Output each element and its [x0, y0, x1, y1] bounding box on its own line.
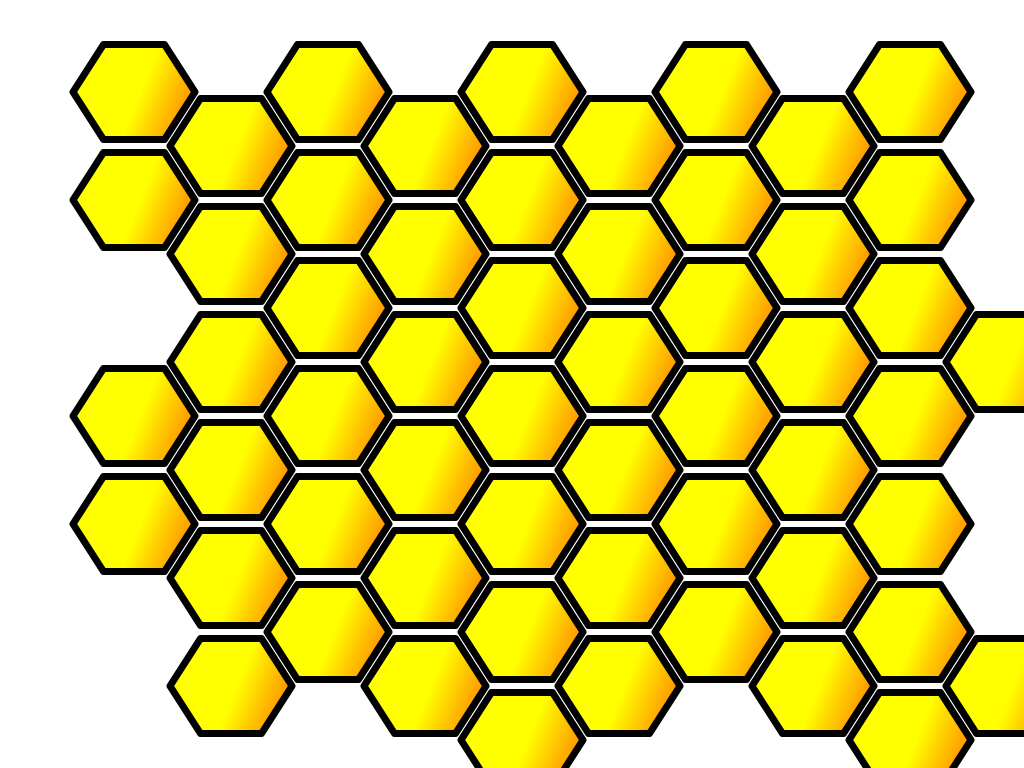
honeycomb-cell — [263, 581, 393, 683]
honeycomb-cell — [845, 257, 975, 359]
honeycomb-cell — [360, 95, 490, 197]
honeycomb-cell — [457, 149, 587, 251]
honeycomb-cell — [651, 473, 781, 575]
honeycomb-cell — [845, 41, 975, 143]
honeycomb-cell — [942, 635, 1024, 737]
honeycomb-cell — [845, 689, 975, 768]
honeycomb-cell — [69, 41, 199, 143]
honeycomb-cell — [748, 95, 878, 197]
honeycomb-cell — [554, 203, 684, 305]
honeycomb-cell — [263, 41, 393, 143]
honeycomb-cell — [69, 473, 199, 575]
honeycomb-cell — [748, 635, 878, 737]
honeycomb-cell — [748, 311, 878, 413]
honeycomb-cell — [845, 581, 975, 683]
honeycomb-cell — [166, 419, 296, 521]
honeycomb-cell — [554, 95, 684, 197]
honeycomb-cell — [166, 527, 296, 629]
honeycomb-cell — [748, 527, 878, 629]
honeycomb-cell — [360, 419, 490, 521]
honeycomb-cell — [554, 527, 684, 629]
honeycomb-cell — [166, 203, 296, 305]
honeycomb-cell — [651, 581, 781, 683]
honeycomb-cell — [166, 635, 296, 737]
honeycomb-cell — [263, 149, 393, 251]
honeycomb-cell — [748, 203, 878, 305]
honeycomb-cell — [748, 419, 878, 521]
honeycomb-cell — [263, 473, 393, 575]
honeycomb-cell — [457, 257, 587, 359]
honeycomb-cell — [457, 473, 587, 575]
honeycomb-cell — [263, 365, 393, 467]
honeycomb-cell — [651, 257, 781, 359]
honeycomb-cell — [942, 311, 1024, 413]
honeycomb-cell — [457, 689, 587, 768]
honeycomb-cell — [651, 41, 781, 143]
hexagon-grid — [69, 41, 1024, 768]
honeycomb-cell — [457, 41, 587, 143]
honeycomb-cell — [457, 581, 587, 683]
honeycomb-cell — [166, 311, 296, 413]
honeycomb-cell — [845, 473, 975, 575]
honeycomb-cell — [360, 311, 490, 413]
honeycomb-cell — [554, 635, 684, 737]
honeycomb-cell — [166, 95, 296, 197]
honeycomb-cell — [360, 527, 490, 629]
honeycomb-cell — [263, 257, 393, 359]
honeycomb-cell — [845, 365, 975, 467]
honeycomb-cell — [69, 365, 199, 467]
honeycomb-cell — [360, 203, 490, 305]
honeycomb-cell — [457, 365, 587, 467]
honeycomb-cell — [651, 365, 781, 467]
honeycomb-cell — [360, 635, 490, 737]
honeycomb-cell — [845, 149, 975, 251]
honeycomb-cell — [554, 311, 684, 413]
honeycomb-cell — [554, 419, 684, 521]
honeycomb-cell — [651, 149, 781, 251]
honeycomb-cell — [69, 149, 199, 251]
